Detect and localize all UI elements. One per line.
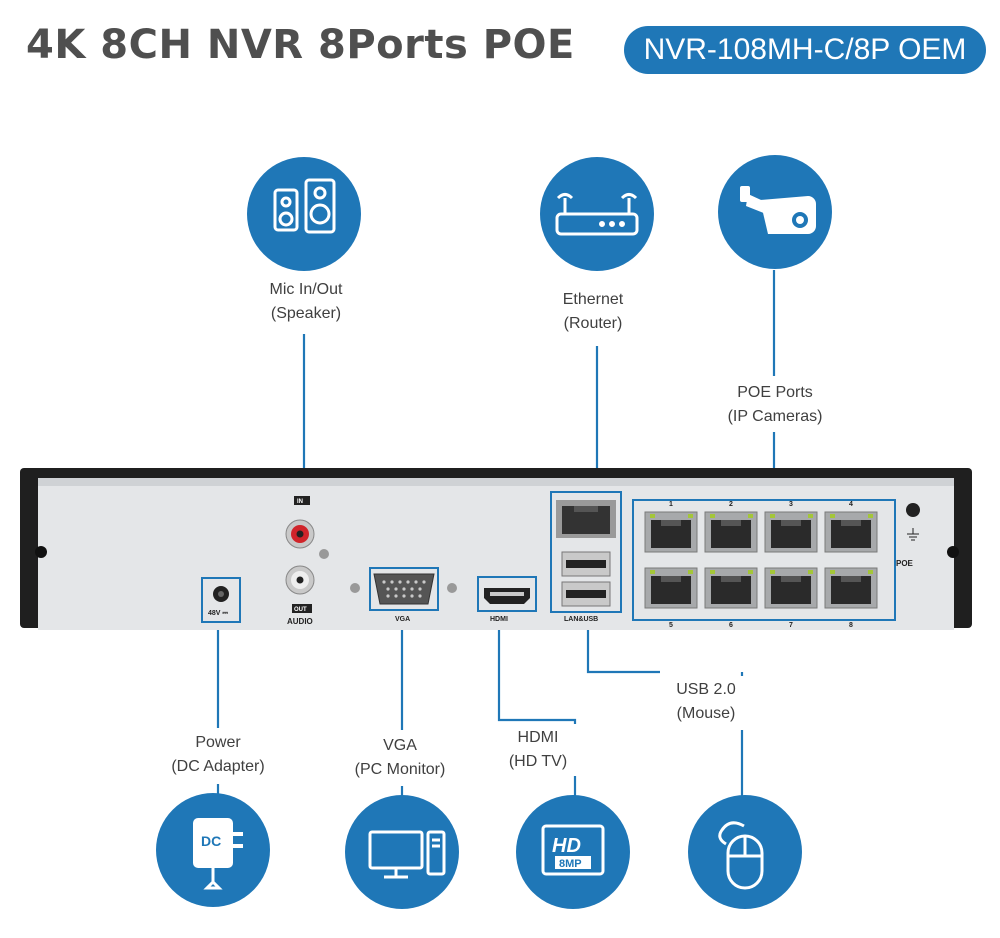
poe-port-number: 2 [729, 501, 733, 508]
poe-port-led [808, 570, 813, 574]
chassis-screw-right [947, 546, 959, 558]
poe-port-number: 6 [729, 622, 733, 629]
usb-connector-line [586, 612, 660, 674]
poe-ports: 1 2 3 4 5 6 7 8 POE [632, 499, 920, 629]
usb-label-line1: USB 2.0 [676, 681, 736, 698]
power-jack [201, 577, 241, 623]
hdmi-connector-line [497, 612, 577, 724]
hdmi-panel-label: HDMI [490, 616, 508, 623]
model-badge: NVR-108MH-C/8P OEM [624, 26, 986, 74]
poe-port-led [688, 514, 693, 518]
pc-monitor-icon [368, 830, 446, 879]
dc-adapter-circle: DC [156, 793, 270, 907]
power-label: Power (DC Adapter) [108, 731, 328, 779]
poe-port [824, 567, 878, 609]
poe-port-led [830, 514, 835, 518]
poe-port-number: 5 [669, 622, 673, 629]
mouse-icon [718, 821, 764, 890]
hdmi-port: HDMI [477, 576, 537, 623]
poe-port-led [710, 570, 715, 574]
dc-adapter-icon-text: DC [201, 833, 221, 849]
poe-port-number: 7 [789, 622, 793, 629]
poe-port-led [868, 514, 873, 518]
poe-port [764, 567, 818, 609]
hd-tv-circle: HD 8MP [516, 795, 630, 909]
hd-tv-icon-text-hd: HD [552, 835, 581, 857]
ground-screw [906, 503, 920, 517]
vga-panel-label: VGA [395, 616, 410, 623]
audio-in-label: IN [297, 499, 303, 505]
poe-port [764, 511, 818, 553]
ground-icon [907, 528, 919, 541]
poe-port-led [748, 570, 753, 574]
poe-port [644, 511, 698, 553]
poe-port-led [748, 514, 753, 518]
audio-label: AUDIO [287, 617, 313, 626]
ip-camera-icon [740, 186, 816, 234]
ethernet-label: Ethernet (Router) [483, 288, 703, 336]
audio-out-label: OUT [294, 607, 307, 613]
hdmi-label: HDMI (HD TV) [428, 726, 648, 774]
dc-adapter-icon: DC [193, 818, 243, 890]
poe-label-line2: (IP Cameras) [727, 408, 823, 425]
poe-port-led [770, 570, 775, 574]
vga-label: VGA (PC Monitor) [290, 734, 510, 782]
poe-label: POE Ports (IP Cameras) [665, 381, 885, 429]
pc-monitor-circle [345, 795, 459, 909]
vga-port: VGA [350, 567, 457, 623]
page-title: 4K 8CH NVR 8Ports POE [26, 22, 575, 68]
speaker-icon [273, 178, 336, 234]
chassis-screw-left [35, 546, 47, 558]
hd-tv-icon: HD 8MP [541, 824, 605, 876]
lan-usb-ports: LAN&USB [550, 491, 622, 623]
power-label-line2: (DC Adapter) [171, 758, 265, 775]
poe-port-led [650, 514, 655, 518]
poe-port [704, 511, 758, 553]
audio-ports: IN OUT AUDIO [285, 496, 329, 626]
usb-label: USB 2.0 (Mouse) [596, 678, 816, 726]
hd-tv-icon-text-8mp: 8MP [559, 858, 582, 870]
poe-port [704, 567, 758, 609]
poe-port-number: 8 [849, 622, 853, 629]
vga-label-line1: VGA [383, 737, 417, 754]
poe-port-number: 3 [789, 501, 793, 508]
poe-panel-label: POE [896, 559, 914, 568]
usb-label-line2: (Mouse) [676, 705, 736, 722]
router-icon [555, 193, 639, 236]
lan-usb-panel-label: LAN&USB [564, 616, 598, 623]
mouse-circle [688, 795, 802, 909]
poe-port-led [770, 514, 775, 518]
speaker-circle [247, 157, 361, 271]
poe-port-led [688, 570, 693, 574]
poe-port-led [808, 514, 813, 518]
vga-label-line2: (PC Monitor) [354, 761, 446, 778]
poe-port-number: 1 [669, 501, 673, 508]
hdmi-label-line2: (HD TV) [508, 753, 568, 770]
ethernet-label-line1: Ethernet [562, 291, 624, 308]
hdmi-label-line1: HDMI [517, 729, 559, 746]
mic-label-line2: (Speaker) [270, 305, 342, 322]
ethernet-label-line2: (Router) [563, 315, 623, 332]
mic-label-line1: Mic In/Out [269, 281, 343, 298]
poe-port-led [868, 570, 873, 574]
poe-port [644, 567, 698, 609]
ip-camera-circle [718, 155, 832, 269]
poe-port [824, 511, 878, 553]
poe-port-number: 4 [849, 501, 853, 508]
mic-label: Mic In/Out (Speaker) [196, 278, 416, 326]
power-label-line1: Power [195, 734, 241, 751]
router-circle [540, 157, 654, 271]
power-panel-label: 48V ⎓ [208, 610, 228, 617]
poe-label-line1: POE Ports [737, 384, 813, 401]
poe-port-led [710, 514, 715, 518]
poe-port-led [650, 570, 655, 574]
poe-port-led [830, 570, 835, 574]
